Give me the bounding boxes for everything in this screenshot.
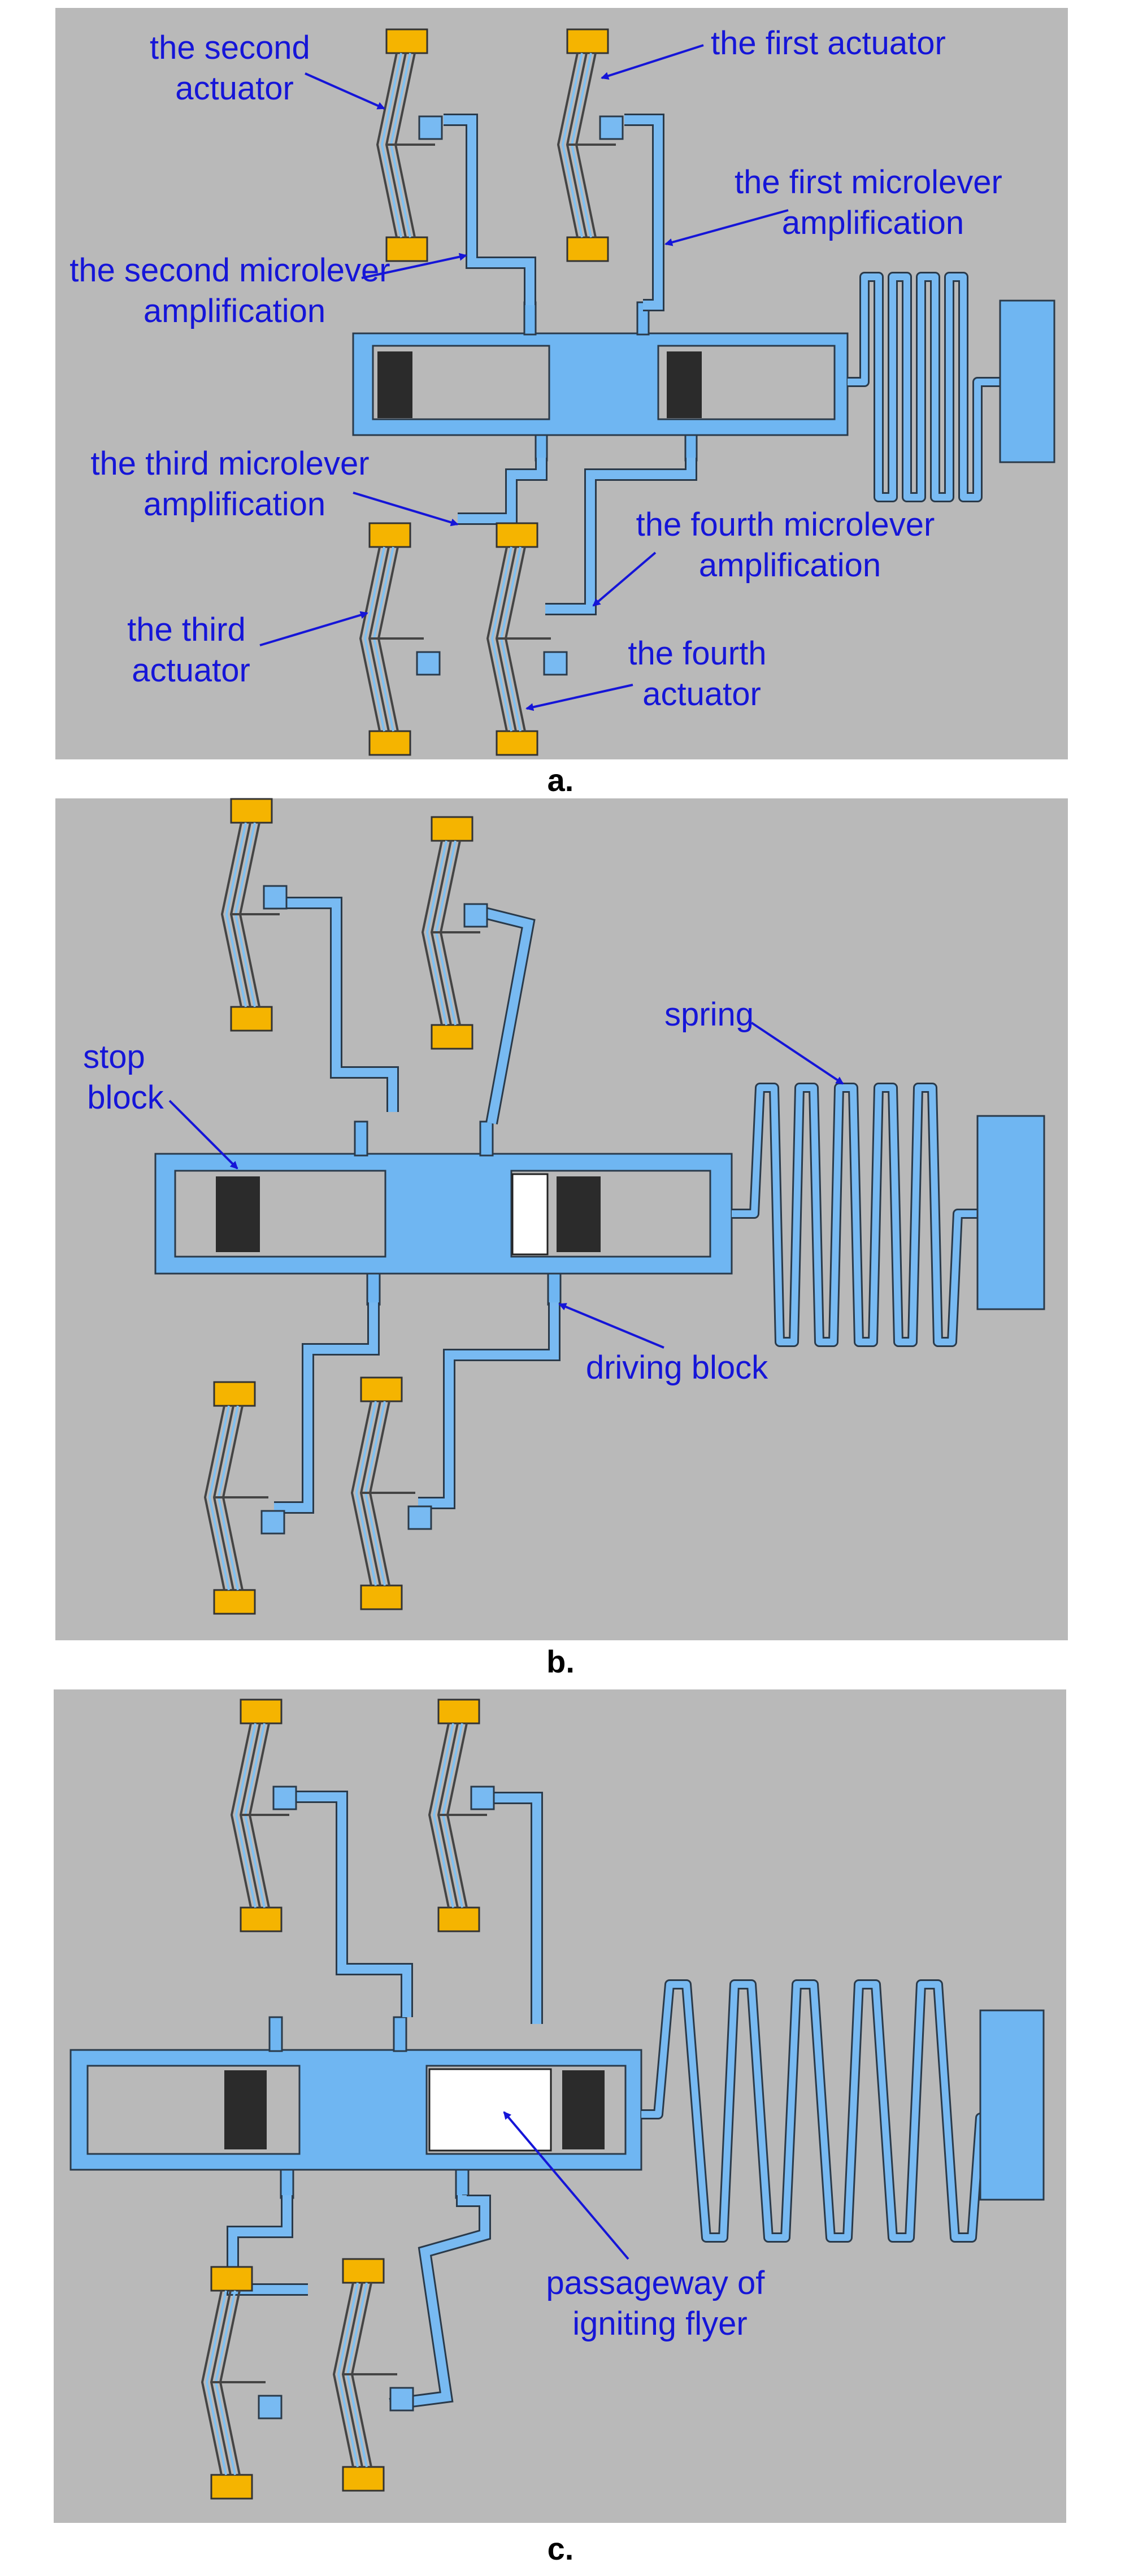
label-first-actuator: the first actuator	[711, 25, 946, 62]
spring	[641, 1979, 997, 2243]
stop-block	[377, 351, 412, 418]
anchor-block	[999, 299, 1055, 463]
spring	[848, 272, 1003, 502]
label-fourth-actuator: the fourth actuator	[628, 635, 775, 713]
anchor-block	[976, 1115, 1045, 1310]
label-stop-block: stop block	[83, 1039, 164, 1116]
label-second-actuator: the second actuator	[150, 29, 319, 107]
label-third-actuator: the third actuator	[127, 611, 255, 689]
passageway-opening	[428, 2068, 552, 2152]
label-passageway: passageway of igniting flyer	[546, 2265, 774, 2342]
driving-block	[562, 2070, 605, 2149]
label-first-microlever: the first microlever amplification	[735, 164, 1011, 241]
panel-a: the second actuator the first actuator t…	[55, 8, 1068, 798]
spring	[732, 1083, 977, 1347]
stop-block	[224, 2070, 267, 2149]
caption-c: c.	[548, 2531, 574, 2566]
anchor-block	[979, 2009, 1045, 2201]
label-third-microlever: the third microlever amplification	[90, 445, 378, 523]
label-fourth-microlever: the fourth microlever amplification	[636, 506, 944, 584]
driving-block	[667, 351, 702, 418]
panel-c: passageway of igniting flyer c.	[54, 1689, 1066, 2566]
caption-b: b.	[546, 1644, 575, 1679]
driving-block	[557, 1176, 601, 1252]
label-spring: spring	[664, 996, 754, 1033]
panel-b: stop block spring driving block b.	[55, 798, 1068, 1679]
stop-block	[216, 1176, 260, 1252]
label-second-microlever: the second microlever amplification	[69, 252, 399, 329]
caption-a: a.	[548, 762, 574, 798]
label-driving-block: driving block	[586, 1349, 768, 1386]
